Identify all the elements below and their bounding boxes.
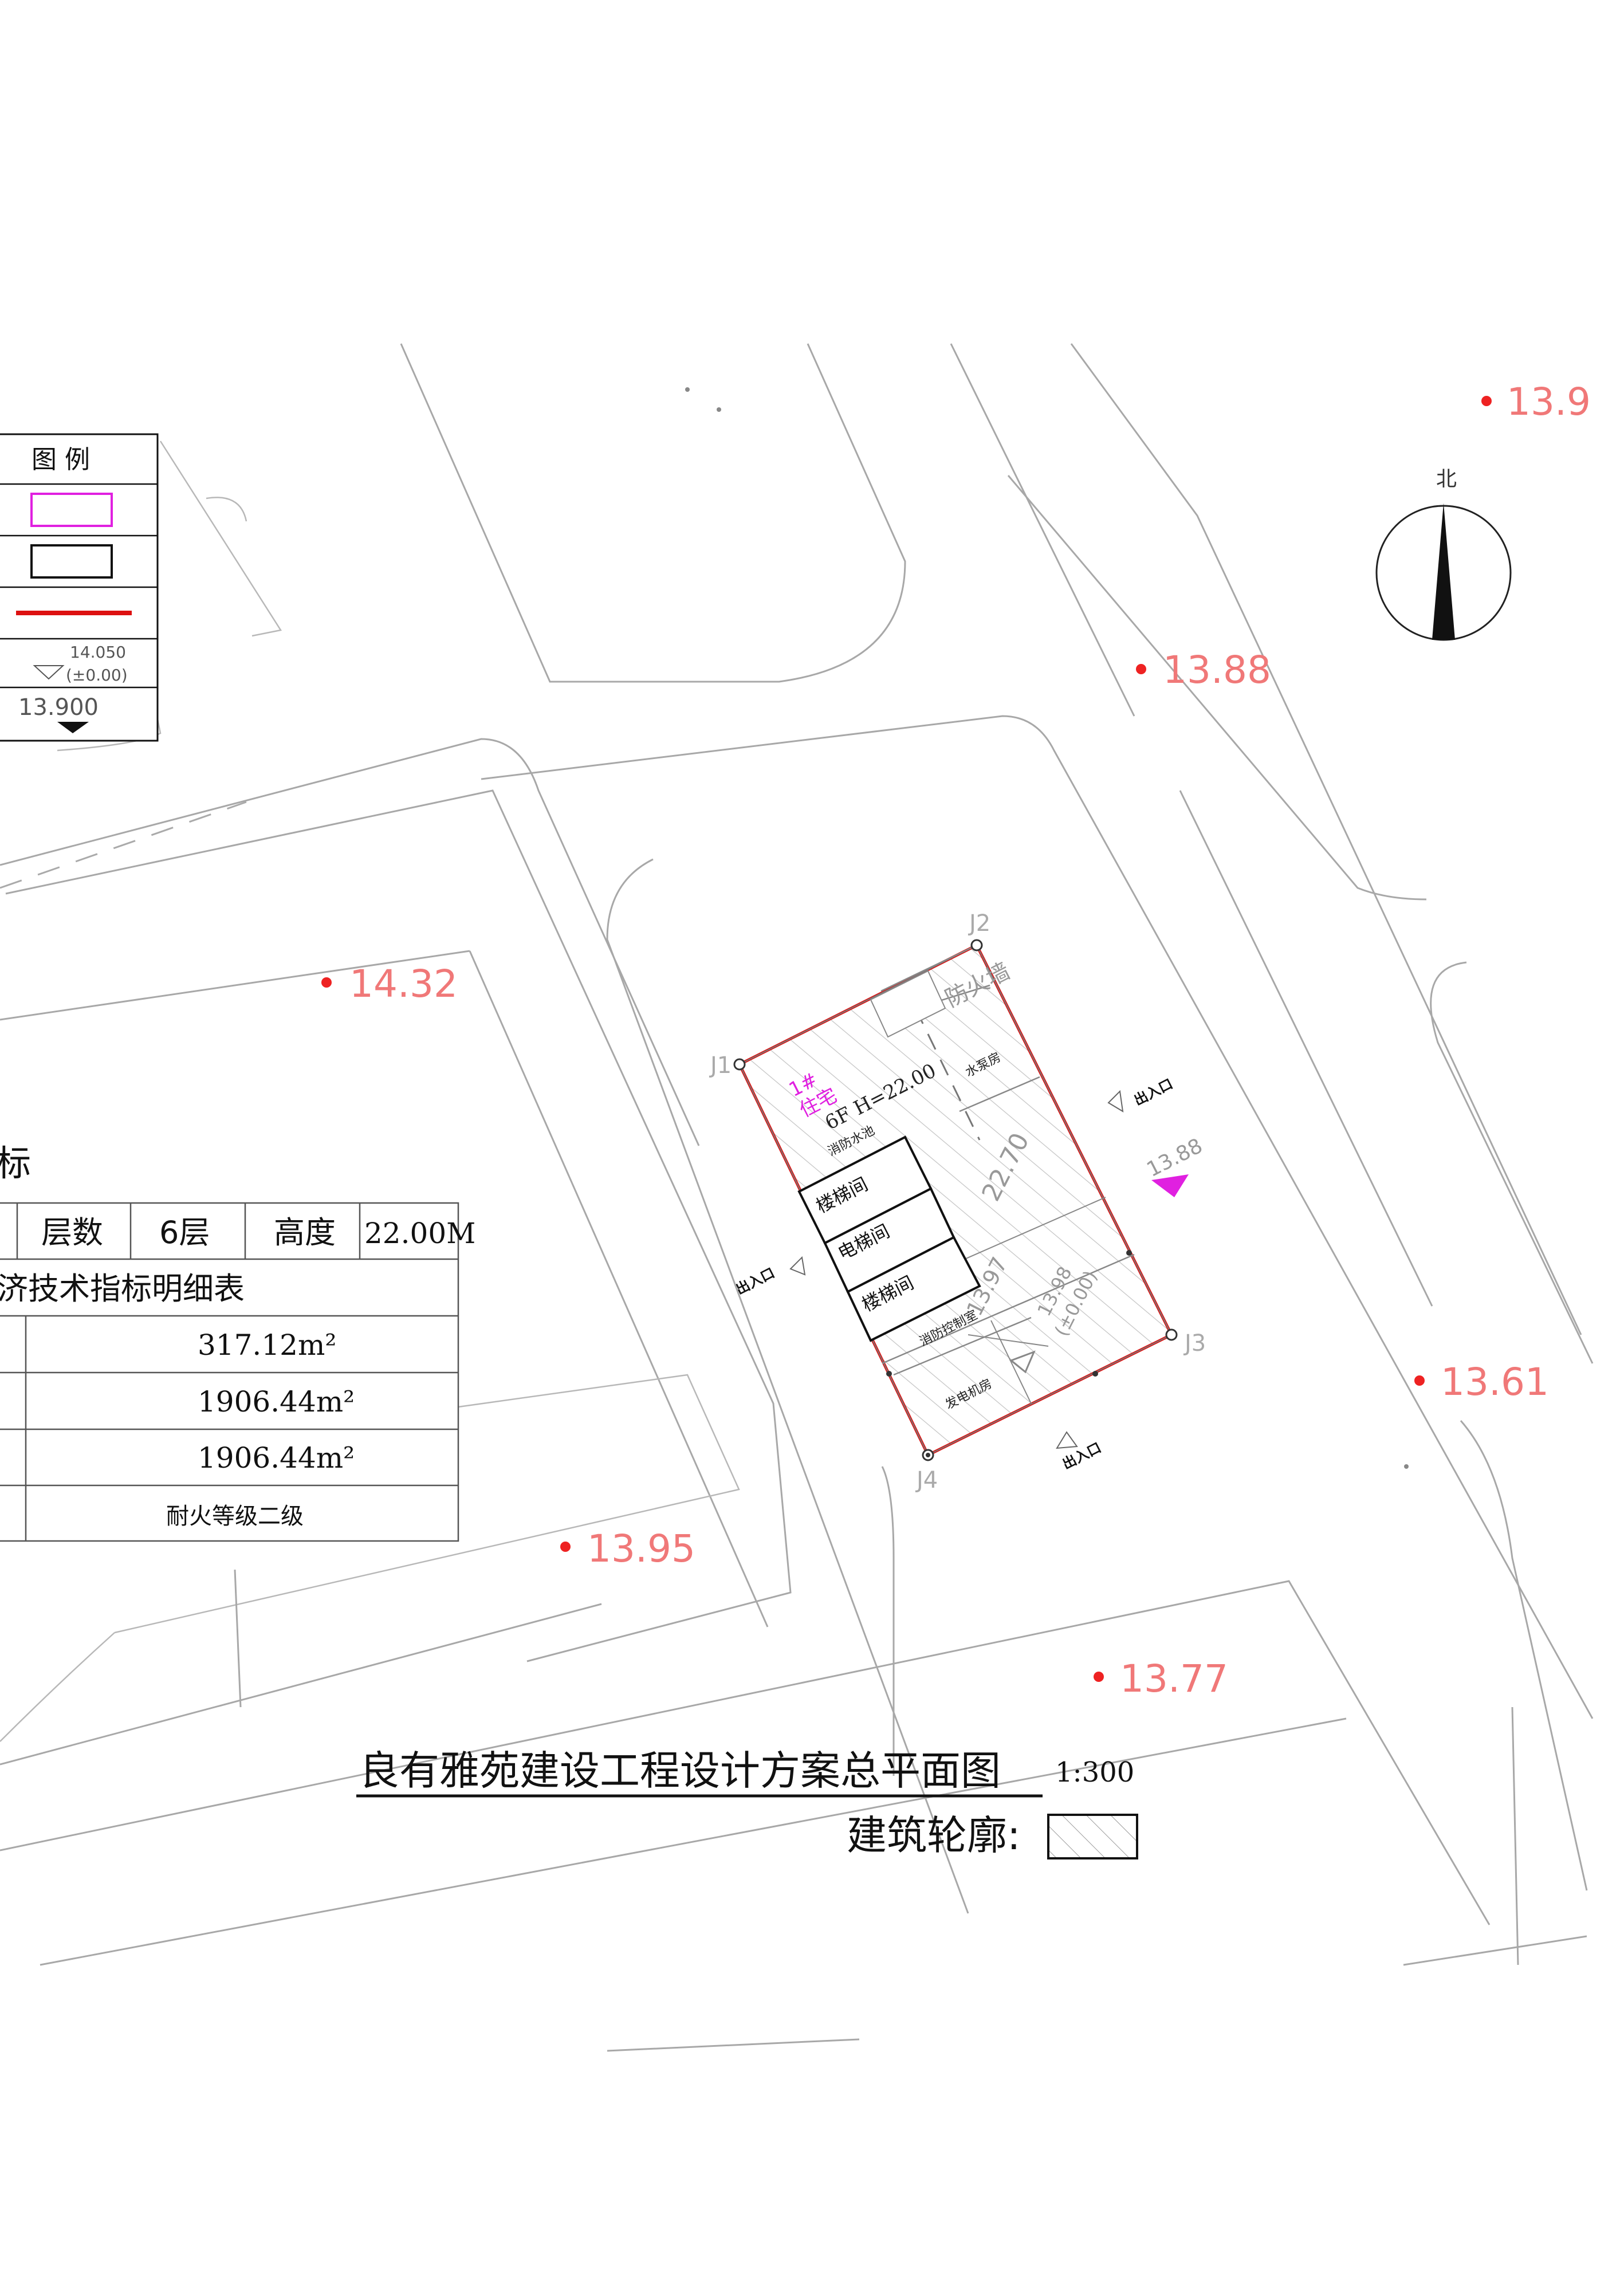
road-edge — [206, 497, 247, 522]
elevation-marker-5: 13.95 — [560, 1527, 695, 1571]
road-edge — [234, 1569, 242, 1708]
road-edge — [1460, 1420, 1588, 1891]
survey-dot — [685, 387, 690, 392]
road-edge — [469, 950, 769, 1627]
survey-dot — [717, 407, 721, 412]
indicator-table: 标 层数 6层 高度 22.00M 济技术指标明细表 317.12m² 1906… — [0, 1142, 475, 1542]
road-edge — [0, 738, 700, 1146]
svg-text:13.88: 13.88 — [1163, 648, 1271, 692]
drawing-scale: 1:300 — [1055, 1756, 1134, 1788]
road-edge — [40, 1717, 1347, 1966]
cell-area-2: 1906.44m² — [198, 1385, 355, 1418]
cell-area-1: 317.12m² — [198, 1328, 336, 1362]
title-block: 良有雅苑建设工程设计方案总平面图 1:300 建筑轮廓: — [356, 1747, 1138, 1859]
svg-text:13.77: 13.77 — [1120, 1657, 1228, 1701]
svg-text:13.61: 13.61 — [1441, 1360, 1549, 1404]
elevation-markers: 13.9 13.88 14.32 13.61 13.95 13.77 — [321, 380, 1591, 1701]
svg-text:出入口: 出入口 — [733, 1265, 777, 1298]
road-edge — [1179, 790, 1433, 1307]
road-edge — [0, 1632, 115, 1742]
cell-fire-rating: 耐火等级二级 — [166, 1503, 304, 1530]
table-heading: 标 — [0, 1142, 31, 1184]
svg-text:13.95: 13.95 — [587, 1527, 695, 1571]
legend-level-value: 14.050 — [70, 643, 126, 662]
corner-label-j4: J4 — [915, 1467, 938, 1493]
corner-label-j2: J2 — [968, 910, 990, 937]
elevation-marker-1: 13.9 — [1481, 380, 1591, 424]
svg-text:13.88: 13.88 — [1143, 1134, 1206, 1182]
entrance-east: 出入口 — [1107, 1076, 1175, 1112]
outdoor-level-marker: 13.88 — [1143, 1134, 1206, 1197]
road-edge — [1430, 961, 1594, 1364]
cell-height-value: 22.00M — [364, 1217, 475, 1250]
drawing-title: 良有雅苑建设工程设计方案总平面图 — [359, 1747, 1001, 1794]
core-rooms — [797, 1135, 981, 1342]
cell-floors-value: 6层 — [159, 1214, 210, 1251]
outline-legend-label: 建筑轮廓: — [847, 1812, 1021, 1859]
legend: 图 例 14.050 (±0.00) 13.900 — [0, 433, 159, 742]
entrance-west: 出入口 — [733, 1256, 806, 1298]
legend-swatch-building — [30, 493, 113, 527]
road-edge — [950, 343, 1135, 717]
corner-label-j3: J3 — [1183, 1330, 1206, 1357]
dashed-line — [0, 801, 247, 889]
road-edge — [606, 858, 969, 1914]
table-subtitle: 济技术指标明细表 — [0, 1271, 245, 1307]
legend-level-zero: (±0.00) — [66, 666, 128, 685]
legend-outdoor-level: 13.900 — [18, 694, 99, 721]
elevation-marker-6: 13.77 — [1094, 1657, 1228, 1701]
svg-text:14.32: 14.32 — [349, 962, 458, 1006]
north-arrow: 北 — [1375, 467, 1512, 641]
outline-legend-swatch — [1047, 1814, 1138, 1859]
road-edge — [481, 715, 1594, 1719]
road-edge — [1007, 475, 1427, 901]
road-edge — [1070, 343, 1582, 1335]
road-edge — [1511, 1707, 1519, 1965]
road-edge — [1403, 1935, 1587, 1966]
north-label: 北 — [1436, 467, 1457, 491]
building-site: J1 J2 J3 J4 1# 住宅 6F H=22.00 防火墙 消防水池 水泵… — [709, 910, 1206, 1493]
svg-text:13.9: 13.9 — [1507, 380, 1591, 424]
survey-dot — [1404, 1464, 1409, 1469]
road-edge — [0, 1580, 1491, 1925]
elevation-marker-4: 13.61 — [1414, 1360, 1549, 1404]
corner-markers — [733, 939, 1178, 1461]
corner-label-j1: J1 — [709, 1052, 732, 1079]
svg-text:出入口: 出入口 — [1060, 1440, 1104, 1473]
elevation-marker-3: 14.32 — [321, 962, 458, 1006]
elevation-marker-2: 13.88 — [1136, 648, 1271, 692]
cell-floors-label: 层数 — [41, 1214, 103, 1251]
road-lines — [0, 343, 1594, 2052]
road-edge — [0, 950, 470, 1021]
road-edge — [400, 343, 906, 683]
road-edge — [881, 1466, 895, 1776]
cell-area-3: 1906.44m² — [198, 1441, 355, 1475]
svg-text:出入口: 出入口 — [1131, 1076, 1175, 1109]
legend-swatch-existing — [30, 544, 113, 579]
cell-height-label: 高度 — [274, 1214, 336, 1251]
road-edge — [0, 1603, 602, 1766]
legend-title: 图 例 — [32, 445, 90, 474]
road-edge — [159, 441, 282, 637]
road-edge — [607, 2038, 860, 2052]
road-edge — [5, 789, 792, 1662]
entrance-south: 出入口 — [1056, 1431, 1104, 1473]
